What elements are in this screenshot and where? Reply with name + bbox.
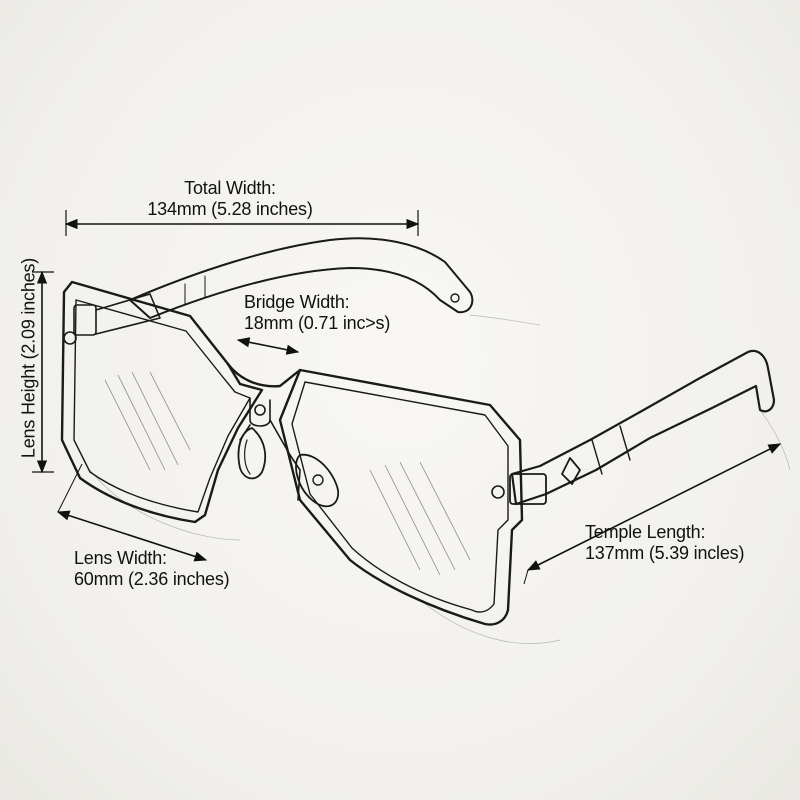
lens-height-label: Lens Height (2.09 inches): [19, 258, 40, 458]
lens-width-guide: [57, 463, 83, 513]
left-hinge: [63, 293, 161, 345]
lens-width-arrow: [56, 510, 208, 562]
total-width-title: Total Width:: [184, 178, 276, 198]
lens-width-label: Lens Width: 60mm (2.36 inches): [74, 548, 230, 590]
dimension-arrows: [32, 210, 782, 585]
temple-length-title: Temple Length:: [585, 522, 706, 542]
lens-width-value: 60mm (2.36 inches): [74, 569, 230, 589]
left-lens: [60, 280, 264, 524]
bridge-width-title: Bridge Width:: [244, 292, 350, 312]
near-temple-arm: [491, 349, 776, 506]
nose-pads: [237, 419, 339, 508]
total-width-value: 134mm (5.28 inches): [147, 199, 313, 219]
far-temple-arm: [129, 237, 474, 319]
lens-width-title: Lens Width:: [74, 548, 167, 568]
bridge-width-arrow: [236, 337, 300, 355]
total-width-label: Total Width: 134mm (5.28 inches): [140, 178, 320, 220]
lens-height-text: Lens Height (2.09 inches): [18, 257, 39, 459]
right-lens: [278, 368, 524, 626]
temple-length-guide: [523, 569, 529, 585]
paper-shadows: [89, 314, 791, 644]
bridge-width-label: Bridge Width: 18mm (0.71 inc>s): [244, 292, 390, 334]
bridge-width-value: 18mm (0.71 inc>s): [244, 313, 391, 333]
temple-length-label: Temple Length: 137mm (5.39 incles): [585, 522, 744, 564]
temple-length-value: 137mm (5.39 incles): [585, 543, 745, 563]
temple-length-arrow: [526, 443, 782, 571]
